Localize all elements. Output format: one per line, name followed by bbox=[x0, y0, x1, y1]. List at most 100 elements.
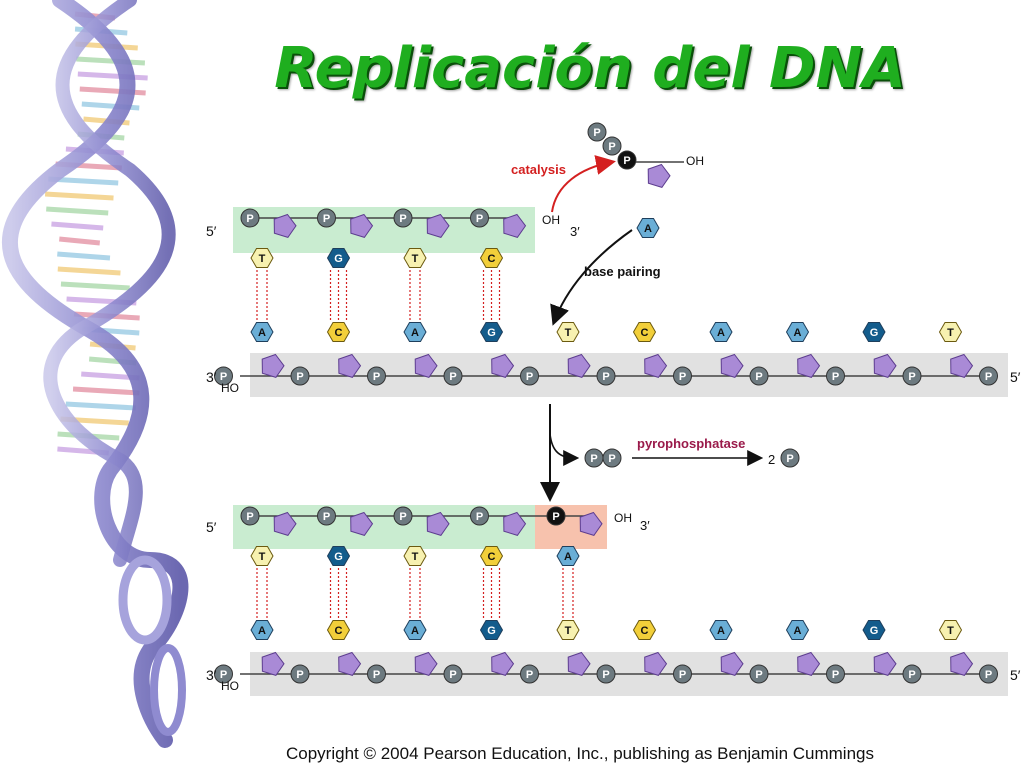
incoming-phosphate-3: P bbox=[617, 150, 637, 170]
stage1-template-phosphate-9-label: P bbox=[985, 371, 992, 383]
stage2-new-base-3: C bbox=[479, 546, 504, 566]
incoming-sugar bbox=[647, 163, 671, 188]
stage2-template-phosphate-1-label: P bbox=[373, 669, 380, 681]
stage2-template-base-2-letter: A bbox=[411, 625, 419, 637]
stage1-new-base-2-letter: T bbox=[412, 253, 419, 265]
helix-rung-17 bbox=[57, 266, 121, 276]
stage2-new-sugar-4 bbox=[579, 511, 603, 536]
stage1-template-base-1-letter: C bbox=[335, 327, 343, 339]
stage1-template-sugar-6 bbox=[720, 353, 744, 378]
incoming-base: A bbox=[636, 218, 660, 238]
helix-rung-4 bbox=[77, 71, 148, 81]
stage2-template-phosphate-2-label: P bbox=[449, 669, 456, 681]
stage2-template-base-8-letter: G bbox=[870, 625, 879, 637]
stage2-new-base-1-letter: G bbox=[334, 551, 343, 563]
stage2-template-phosphate-9: P bbox=[979, 664, 998, 684]
free-phosphate: P bbox=[780, 448, 800, 468]
stage2-template-phosphate-4: P bbox=[596, 664, 616, 684]
stage2-template-sugar-0 bbox=[261, 651, 285, 676]
stage1-template-phosphate-3: P bbox=[520, 366, 539, 386]
stage1-template-phosphate-5-label: P bbox=[679, 371, 686, 383]
incoming-phosphate-1: P bbox=[587, 122, 607, 142]
stage2-three-prime-template-label: 3′ bbox=[206, 667, 217, 683]
stage2-template-base-0: A bbox=[250, 620, 274, 640]
base-pairing-label: base pairing bbox=[584, 264, 661, 279]
stage2-template-base-4: T bbox=[556, 620, 580, 640]
stage1-hbonds-1 bbox=[329, 270, 348, 320]
stage1-template-sugar-0 bbox=[261, 353, 285, 378]
stage1-three-prime-template-label: 3′ bbox=[206, 369, 217, 385]
stage2-new-phosphate-4-label: P bbox=[552, 511, 559, 523]
stage1-template-phosphate-6: P bbox=[749, 366, 769, 386]
stage2-new-base-1: G bbox=[326, 546, 351, 566]
stage2-new-base-4: A bbox=[556, 546, 580, 566]
stage2-template-sugar-1 bbox=[338, 651, 362, 676]
stage1-new-phosphate-2-label: P bbox=[399, 213, 406, 225]
stage1-new-phosphate-0-label: P bbox=[246, 213, 253, 225]
stage1-new-phosphate-3: P bbox=[470, 208, 489, 228]
stage1-template-phosphate-1-label: P bbox=[373, 371, 380, 383]
helix-rung-13 bbox=[46, 206, 109, 216]
stage1-hbonds-0 bbox=[256, 270, 268, 320]
stage2-template-phosphate-5-label: P bbox=[679, 669, 686, 681]
stage2-hbonds-3 bbox=[482, 568, 501, 618]
stage2-new-phosphate-1: P bbox=[317, 506, 336, 526]
stage1-template-phosphate-2-label: P bbox=[449, 371, 456, 383]
helix-rung-25 bbox=[72, 386, 140, 396]
stage1-template-phosphate-0: P bbox=[290, 366, 310, 386]
catalysis-arrow bbox=[551, 155, 616, 213]
stage2-template-base-8: G bbox=[862, 620, 886, 640]
stage1-template-sugar-9 bbox=[950, 353, 974, 378]
stage1-new-sugar-0 bbox=[273, 213, 297, 238]
stage2-template-phosphate-8: P bbox=[902, 664, 922, 684]
stage1-three-prime-label: 3′ bbox=[570, 224, 580, 239]
stage1-template-phosphate-start-label: P bbox=[220, 371, 227, 383]
stage2-template-phosphate-7-label: P bbox=[832, 669, 839, 681]
helix-rung-15 bbox=[59, 236, 101, 246]
stage2-new-phosphate-3: P bbox=[470, 506, 489, 526]
stage2-template-sugar-2 bbox=[414, 651, 438, 676]
stage2-template-sugar-9 bbox=[950, 651, 974, 676]
stage2-template-base-3: G bbox=[479, 620, 504, 640]
stage2-template-phosphate-8-label: P bbox=[908, 669, 915, 681]
stage2-new-base-2-letter: T bbox=[412, 551, 419, 563]
stage2-new-sugar-3 bbox=[503, 511, 527, 536]
stage1-new-base-3: C bbox=[479, 248, 504, 268]
stage1-template-sugar-8 bbox=[873, 353, 897, 378]
stage1-ho-label: HO bbox=[221, 381, 239, 395]
stage2-template-base-6: A bbox=[709, 620, 733, 640]
stage1-new-sugar-2 bbox=[426, 213, 450, 238]
stage2-template-phosphate-1: P bbox=[367, 664, 386, 684]
stage2-hbonds-0 bbox=[256, 568, 268, 618]
stage1-new-base-3-letter: C bbox=[488, 253, 496, 265]
stage1-template-phosphate-8-label: P bbox=[908, 371, 915, 383]
stage2-template-sugar-3 bbox=[491, 651, 515, 676]
stage2-new-phosphate-2: P bbox=[393, 506, 413, 526]
helix-rung-12 bbox=[44, 191, 114, 201]
stage2-three-prime-label: 3′ bbox=[640, 518, 650, 533]
stage1-template-sugar-1 bbox=[338, 353, 362, 378]
stage1-new-base-1: G bbox=[326, 248, 351, 268]
stage1-template-sugar-7 bbox=[797, 353, 821, 378]
dna-helix-illustration bbox=[1, 0, 189, 748]
stage2-template-sugar-6 bbox=[720, 651, 744, 676]
stage1-template-phosphate-5: P bbox=[673, 366, 692, 386]
stage2-template-base-1: C bbox=[326, 620, 351, 640]
stage2-new-sugar-2 bbox=[426, 511, 450, 536]
stage2-template-base-0-letter: A bbox=[258, 625, 266, 637]
stage2-new-base-4-letter: A bbox=[564, 551, 572, 563]
stage1-template-base-9: T bbox=[938, 322, 963, 342]
stage2-template-phosphate-start: P bbox=[214, 664, 233, 684]
stage2-template-sugar-8 bbox=[873, 651, 897, 676]
stage1-template-base-5-letter: C bbox=[641, 327, 649, 339]
stage2-new-base-3-letter: C bbox=[488, 551, 496, 563]
stage1-template-phosphate-3-label: P bbox=[526, 371, 533, 383]
helix-rung-3 bbox=[76, 56, 146, 66]
stage1-new-sugar-1 bbox=[350, 213, 374, 238]
stage2-template-phosphate-3: P bbox=[520, 664, 539, 684]
stage1-hbonds-3 bbox=[482, 270, 501, 320]
stage1-template-phosphate-6-label: P bbox=[755, 371, 762, 383]
stage2-template-phosphate-7: P bbox=[826, 664, 845, 684]
stage2-new-phosphate-3-label: P bbox=[476, 511, 483, 523]
stage2-template-base-9-letter: T bbox=[947, 625, 954, 637]
